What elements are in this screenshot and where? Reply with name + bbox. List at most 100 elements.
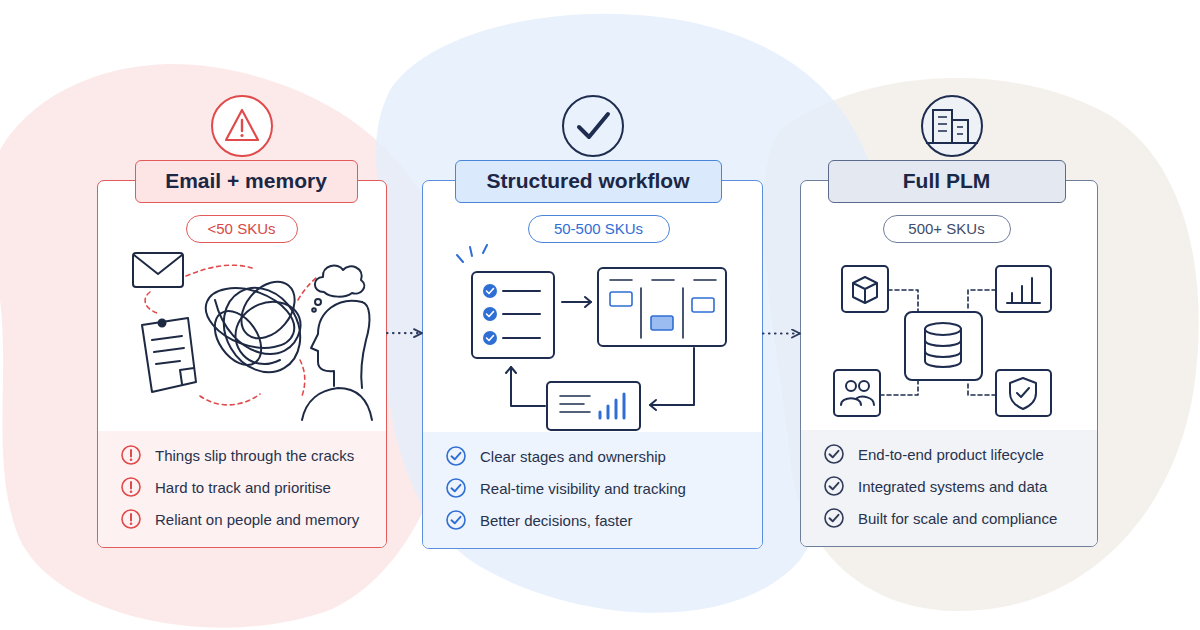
workflow-illustration-part <box>562 301 591 303</box>
chaos-illustration-part <box>315 299 321 305</box>
chaos-illustration-part <box>361 302 369 388</box>
workflow-illustration-part <box>487 289 494 341</box>
building-icon <box>922 96 982 156</box>
plm-illustration-part <box>1010 378 1036 409</box>
bullet-row: Things slip through the cracks <box>98 439 386 471</box>
heading-tab: Full PLM <box>828 160 1066 203</box>
workflow-illustration-part <box>610 279 716 281</box>
sku-pill: 500+ SKUs <box>883 215 1011 243</box>
warning-icon-part <box>226 110 258 140</box>
sku-text: 50-500 SKUs <box>554 220 643 237</box>
bullet-row: Clear stages and ownership <box>423 440 762 472</box>
bullet-text: Hard to track and prioritise <box>155 479 331 496</box>
check-bullet <box>446 478 466 498</box>
plm-illustration-part <box>842 266 888 312</box>
plm-illustration-part <box>925 329 961 367</box>
chaos-illustration-part <box>142 318 196 392</box>
workflow-illustration-part <box>560 396 590 412</box>
check-mark <box>452 485 461 492</box>
heading-text: Structured workflow <box>486 169 689 193</box>
sku-pill: 50-500 SKUs <box>528 215 670 243</box>
chaos-illustration-part <box>145 292 160 314</box>
panel-box: Things slip through the cracksHard to tr… <box>97 180 387 548</box>
bullet-text: Reliant on people and memory <box>155 511 359 528</box>
alert-mark <box>130 514 132 521</box>
check-mark <box>830 515 839 522</box>
chaos-illustration-part <box>315 266 364 297</box>
plm-illustration-part <box>996 370 1051 416</box>
check-icon-part <box>579 114 608 137</box>
plm-illustration-part <box>1007 278 1040 303</box>
bullet-text: Integrated systems and data <box>858 478 1047 495</box>
bullet-row: Integrated systems and data <box>801 470 1097 502</box>
bullet-ring <box>122 510 140 528</box>
workflow-illustration-part <box>483 307 497 321</box>
plm-illustration-part <box>834 370 880 416</box>
alert-dot <box>130 522 133 525</box>
warning-icon <box>212 96 272 156</box>
bullet-band: Clear stages and ownershipReal-time visi… <box>423 432 762 548</box>
check-mark <box>830 451 839 458</box>
background-blob-part <box>0 64 460 628</box>
workflow-illustration-part <box>650 348 694 405</box>
panel-box: End-to-end product lifecycleIntegrated s… <box>800 180 1098 547</box>
plm-illustration-part <box>859 381 869 391</box>
bullet-band: Things slip through the cracksHard to tr… <box>98 431 386 547</box>
bullet-text: Built for scale and compliance <box>858 510 1057 527</box>
bullet-row: Better decisions, faster <box>423 504 762 536</box>
chaos-illustration-part <box>200 394 260 405</box>
chaos-illustration-part <box>180 368 194 384</box>
bullet-ring <box>825 477 843 495</box>
workflow-illustration-part <box>585 297 591 307</box>
check-icon <box>563 96 623 156</box>
bullet-row: Reliant on people and memory <box>98 503 386 535</box>
plm-illustration-part <box>841 397 874 405</box>
chaos-illustration-part <box>311 301 362 386</box>
check-icon-part <box>563 96 623 156</box>
flow-arrow <box>387 332 422 334</box>
alert-dot <box>130 490 133 493</box>
plm-illustration <box>834 266 1051 416</box>
bullet-ring <box>447 479 465 497</box>
bullet-ring <box>825 509 843 527</box>
bullet-text: End-to-end product lifecycle <box>858 446 1044 463</box>
plm-illustration-part <box>880 290 996 395</box>
workflow-illustration-part <box>600 394 624 418</box>
building-icon-part <box>952 120 968 143</box>
sku-pill: <50 SKUs <box>186 215 298 243</box>
workflow-illustration-part <box>610 292 632 306</box>
flow-arrow <box>763 332 800 334</box>
chaos-illustration-part <box>298 276 318 300</box>
check-mark <box>452 517 461 524</box>
chaos-illustration-part <box>231 271 306 348</box>
workflow-illustration-part <box>511 367 545 406</box>
bullet-ring <box>447 447 465 465</box>
check-mark <box>830 483 839 490</box>
chaos-illustration-part <box>209 274 315 386</box>
chaos-illustration-part <box>159 320 166 327</box>
building-icon-part <box>938 117 963 134</box>
plm-illustration-part <box>996 266 1051 312</box>
chaos-illustration-part <box>312 308 316 312</box>
check-bullet <box>446 510 466 530</box>
bullet-ring <box>122 446 140 464</box>
check-mark <box>452 453 461 460</box>
chaos-illustration-part <box>134 255 182 274</box>
bullet-ring <box>122 478 140 496</box>
check-bullet <box>824 476 844 496</box>
heading-text: Full PLM <box>903 169 991 193</box>
bullet-band: End-to-end product lifecycleIntegrated s… <box>801 430 1097 546</box>
workflow-illustration-part <box>472 272 554 358</box>
heading-text: Email + memory <box>165 169 327 193</box>
chaos-illustration-part <box>152 336 184 364</box>
check-bullet <box>824 444 844 464</box>
plm-illustration-part <box>905 312 982 380</box>
workflow-illustration-part <box>692 298 714 312</box>
workflow-illustration <box>457 245 726 430</box>
bullet-text: Things slip through the cracks <box>155 447 354 464</box>
sku-text: 500+ SKUs <box>908 220 984 237</box>
chaos-illustration-part <box>198 277 303 359</box>
workflow-illustration-part <box>650 400 656 410</box>
